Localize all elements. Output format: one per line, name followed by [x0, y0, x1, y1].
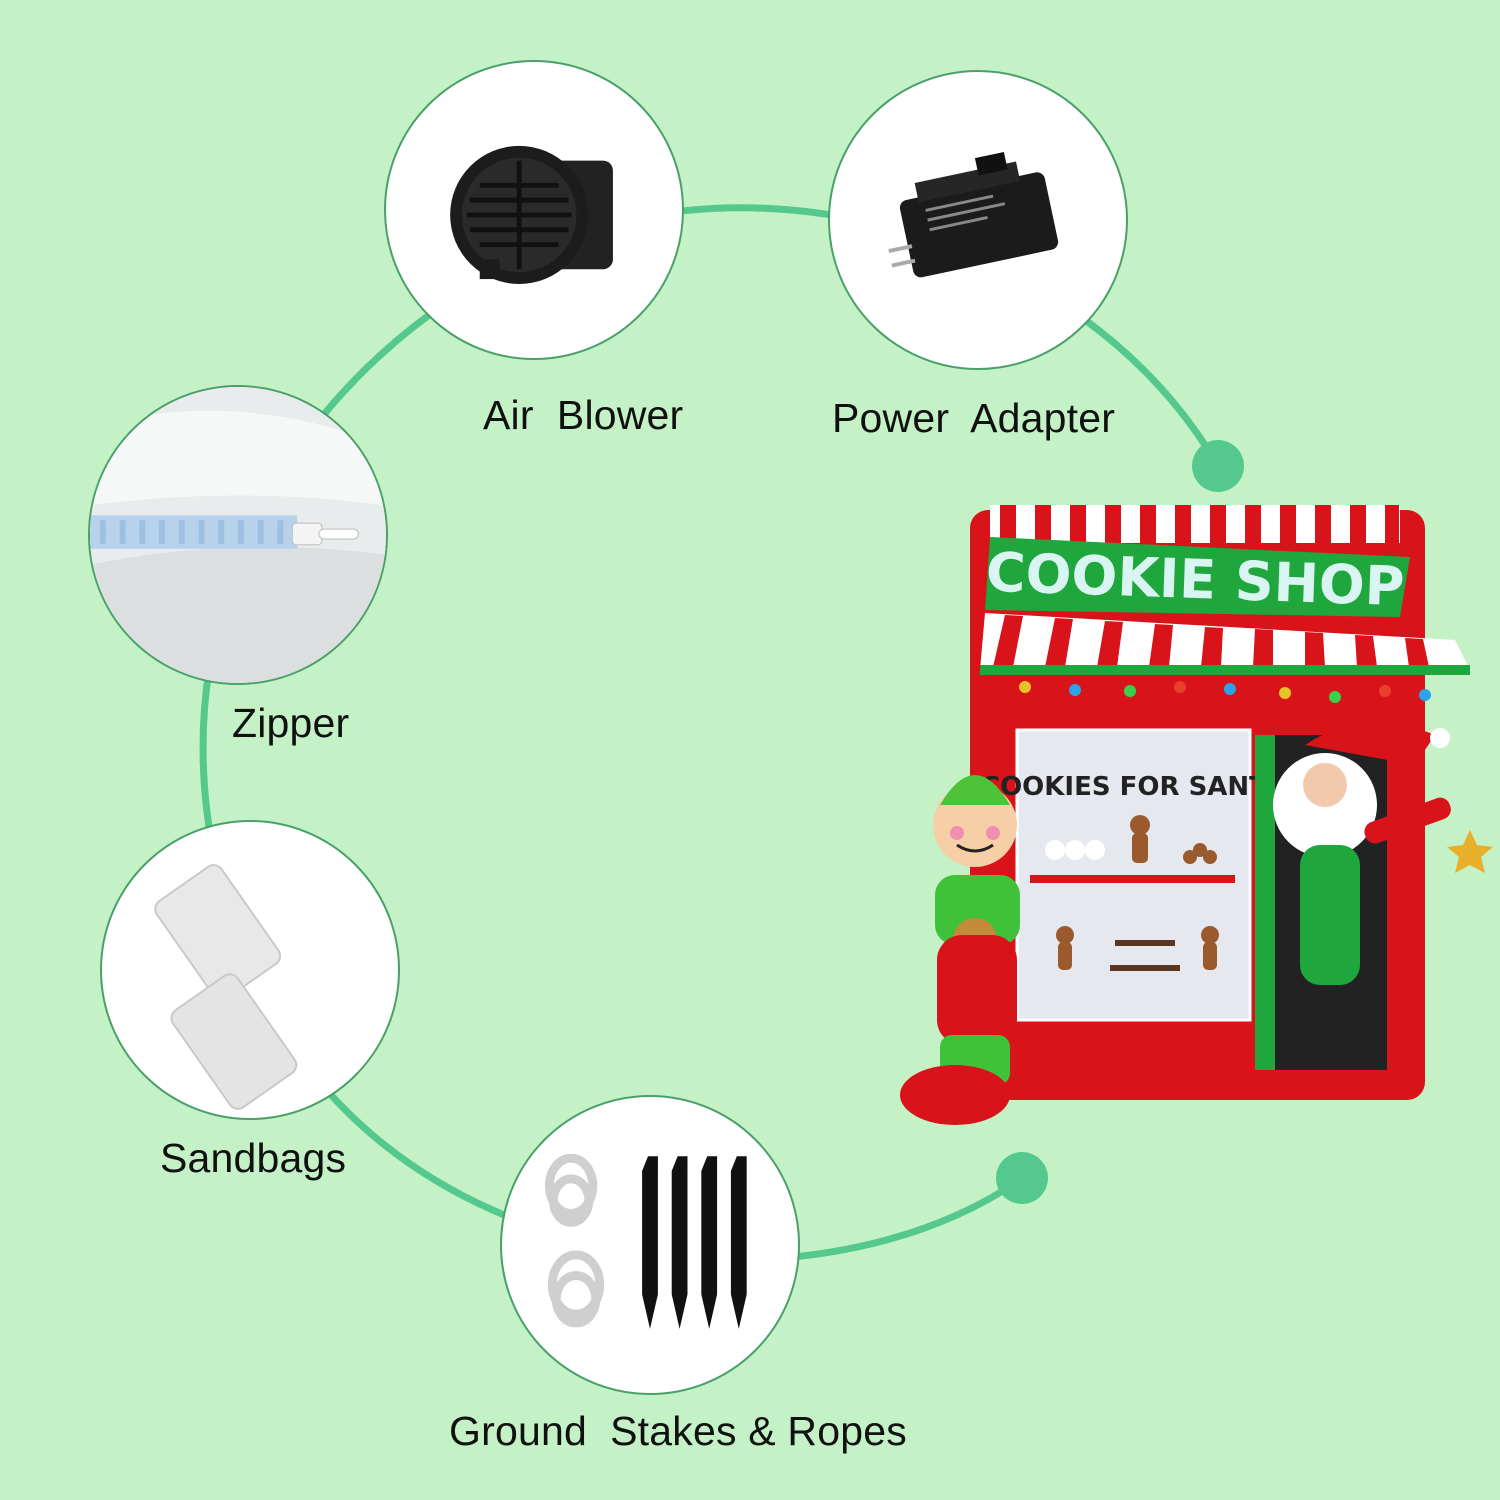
zipper-label: Zipper: [232, 700, 350, 746]
connector-end-dot-top: [1192, 440, 1244, 492]
sandbags-image: [100, 820, 400, 1120]
power-adapter-image: [828, 70, 1128, 370]
cookie-shop-inflatable: COOKIE SHOP COOKIES FOR SANTA: [900, 505, 1493, 1125]
sandbags-label: Sandbags: [160, 1135, 347, 1181]
power-adapter-label: Power Adapter: [832, 395, 1116, 441]
zipper-image: [88, 385, 388, 685]
shop-sign-text: COOKIE SHOP: [985, 541, 1406, 619]
air-blower-image: [384, 60, 684, 360]
window-sign-text: COOKIES FOR SANTA: [981, 772, 1285, 802]
stakes-ropes-label: Ground Stakes & Ropes: [449, 1408, 907, 1454]
air-blower-label: Air Blower: [483, 392, 684, 438]
connector-end-dot-bottom: [996, 1152, 1048, 1204]
stakes-ropes-image: [500, 1095, 800, 1395]
